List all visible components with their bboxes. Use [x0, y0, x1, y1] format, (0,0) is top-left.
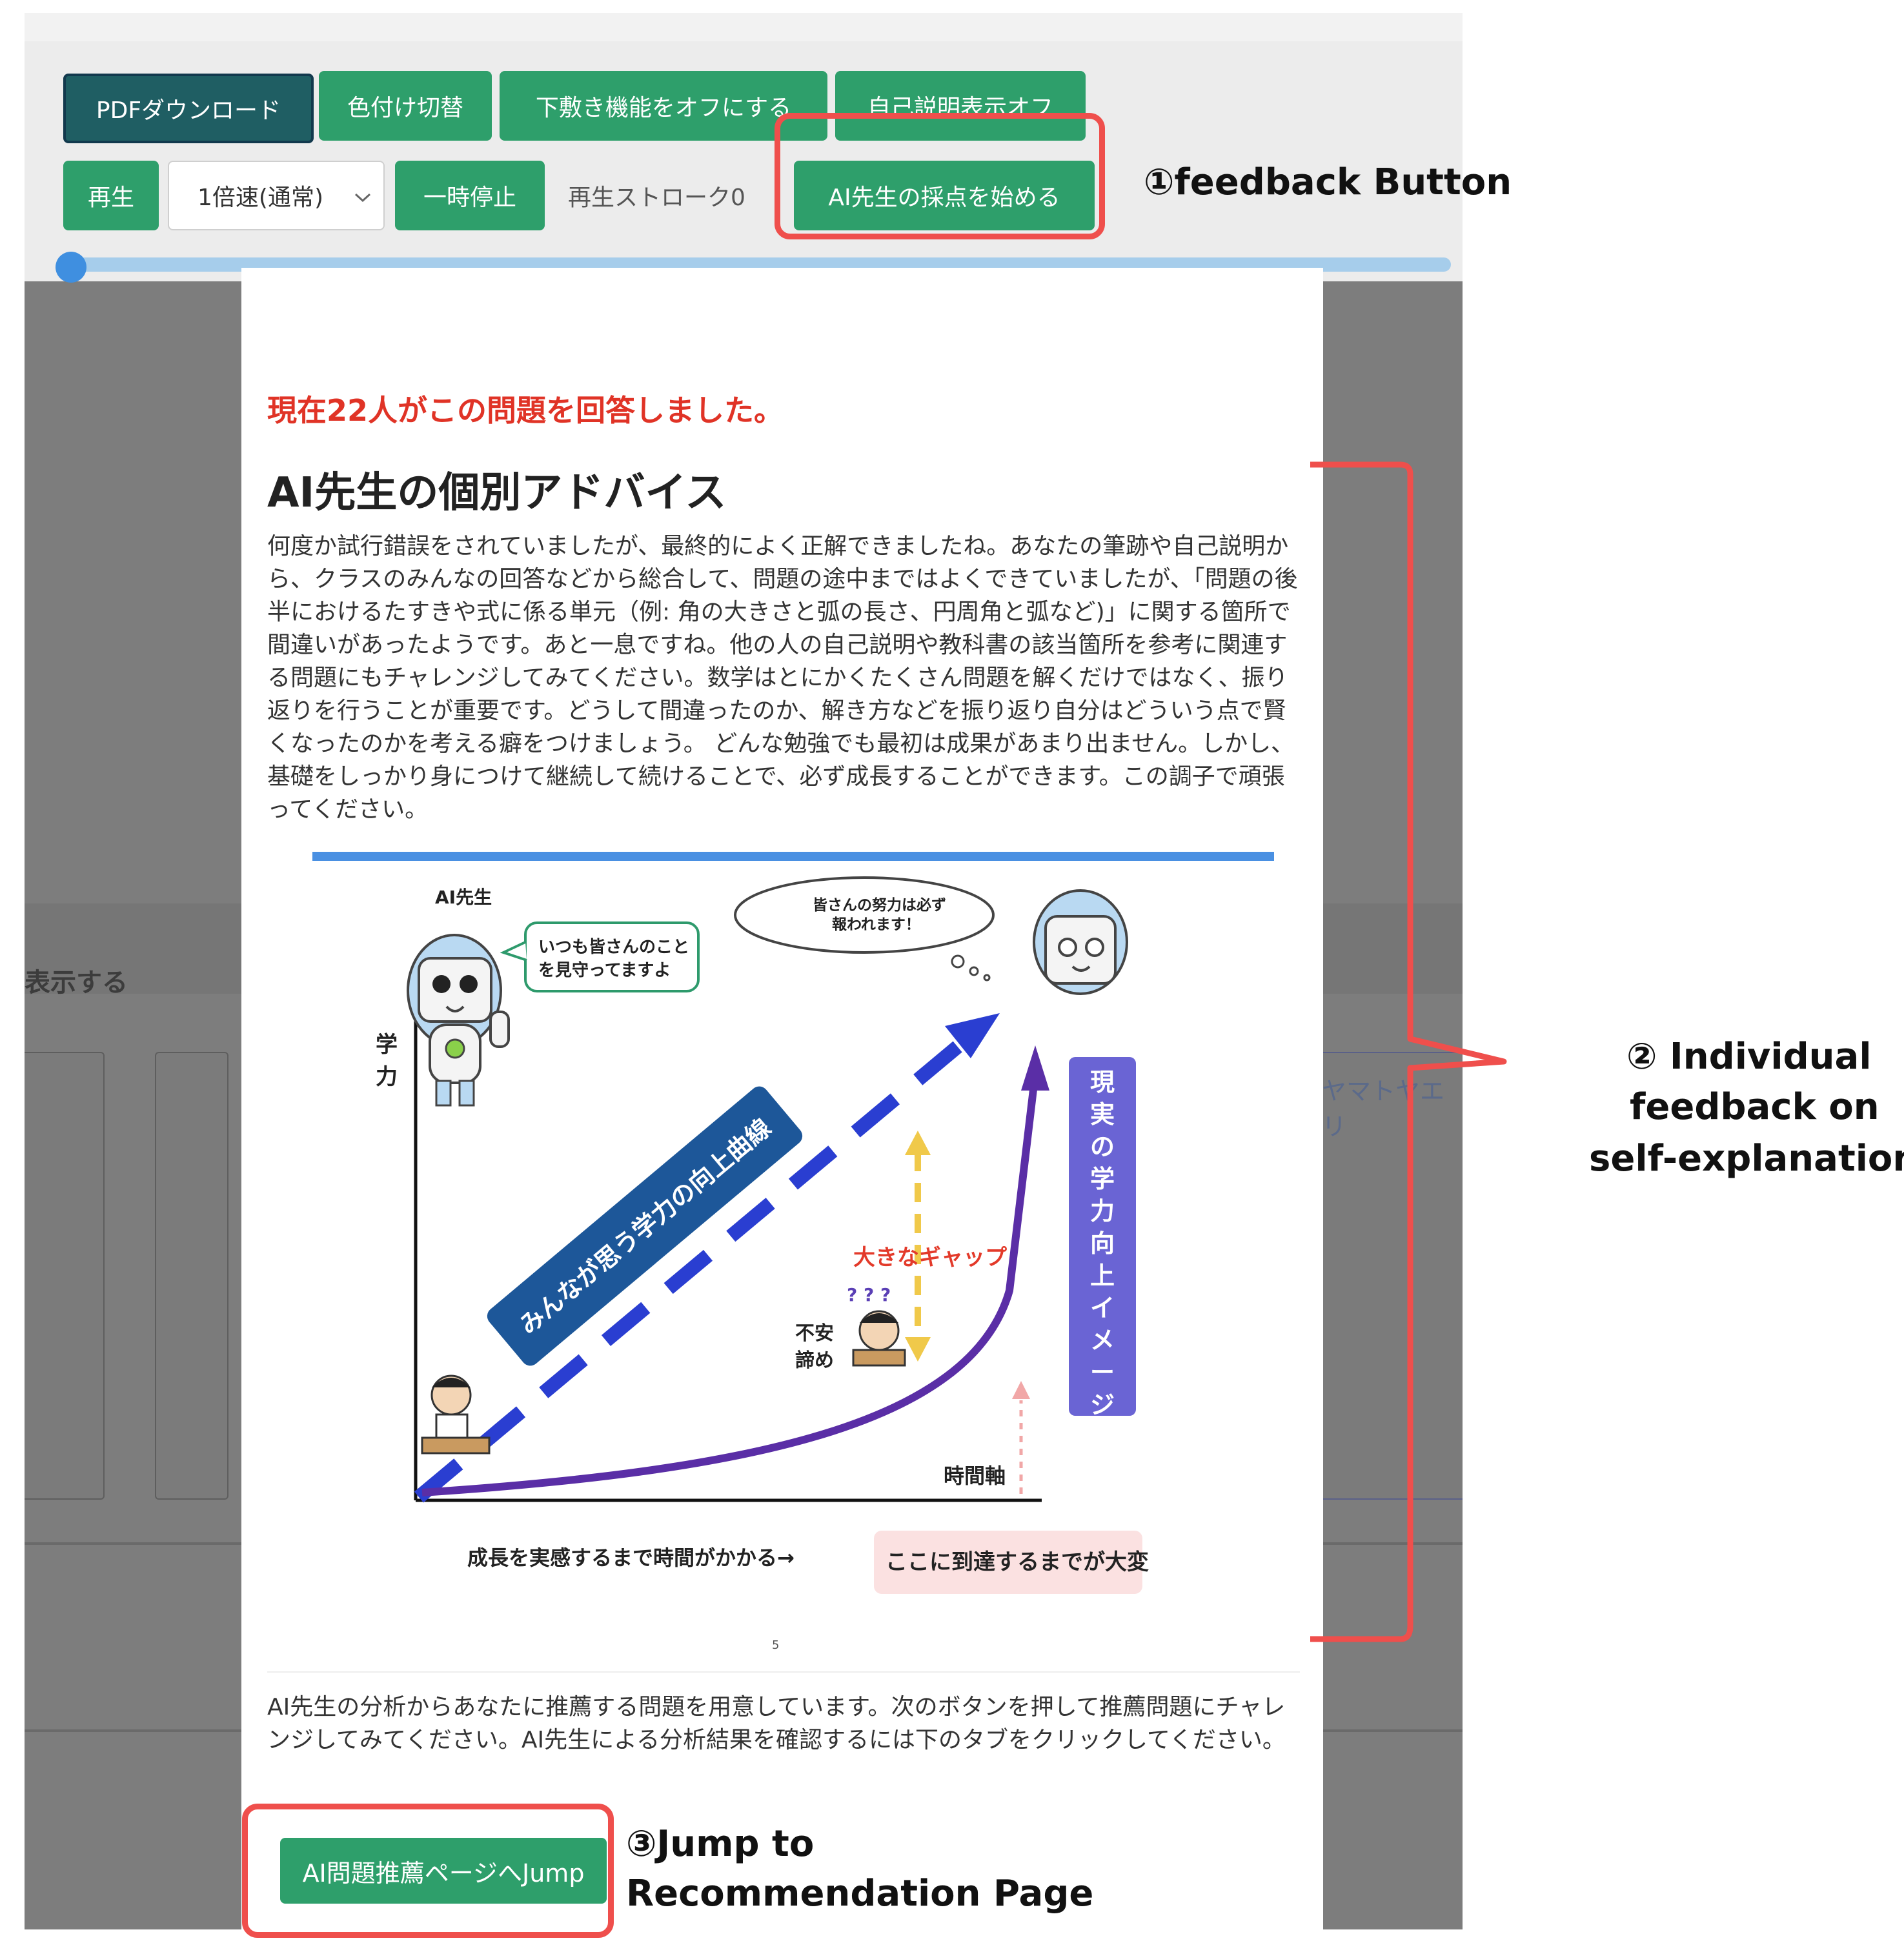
pause-button[interactable]: 一時停止 [395, 161, 545, 230]
real-image-label-char: 向 [1090, 1229, 1115, 1258]
gap-arrow-up-head [905, 1131, 931, 1155]
real-image-label-char: イ [1090, 1294, 1115, 1322]
expected-dashed-line [414, 1030, 976, 1503]
underlay-off-button[interactable]: 下敷き機能をオフにする [500, 71, 827, 141]
feedback-page: 現在22人がこの問題を回答しました。 AI先生の個別アドバイス 何度か試行錯誤を… [241, 268, 1323, 1929]
bubble-line-1: いつも皆さんのこと [538, 938, 689, 957]
browser-top-strip [25, 13, 1463, 41]
cloud-line-1: 皆さんの努力は必ず [813, 896, 946, 914]
advice-body: 何度か試行錯誤をされていましたが、最終的によく正解できましたね。あなたの筆跡や自… [267, 533, 1298, 823]
bubble-line-2: を見守ってますよ [538, 960, 671, 980]
app-window: PDFダウンロード 色付け切替 下敷き機能をオフにする 自己説明表示オフ 再生 … [25, 13, 1463, 1929]
feedback-button-highlight [775, 113, 1105, 239]
real-image-label-char: ー [1090, 1358, 1115, 1387]
annotation-feedback-button: ①feedback Button [1144, 161, 1512, 203]
chevron-down-icon [354, 183, 372, 209]
real-image-label-char: の [1090, 1133, 1115, 1161]
play-button[interactable]: 再生 [63, 161, 159, 230]
page-divider [267, 1671, 1300, 1673]
hard-part-box [874, 1531, 1142, 1594]
advice-title: AI先生の個別アドバイス [267, 469, 727, 517]
real-curve-line [421, 1083, 1038, 1496]
learning-curve-illustration: 学 力 時間軸 AI先生 いつも皆さんのこと を見守ってますよ [312, 852, 1274, 1594]
ai-teacher-label: AI先生 [435, 887, 492, 908]
answer-count-notice: 現在22人がこの問題を回答しました。 [267, 393, 784, 428]
real-image-label-char: 上 [1090, 1262, 1115, 1290]
background-card [1302, 1052, 1463, 1500]
student-at-desk [421, 1374, 491, 1455]
real-image-label-char: メ [1090, 1326, 1115, 1354]
cloud-line-2: 報われます！ [832, 916, 920, 933]
speed-select[interactable]: 1倍速(通常) [168, 161, 385, 230]
annotation-jump-line2: Recommendation Page [626, 1873, 1094, 1915]
jump-recommendation-button[interactable]: AI問題推薦ページへJump [280, 1838, 607, 1904]
pdf-download-button[interactable]: PDFダウンロード [63, 74, 314, 143]
pink-arrowhead [1012, 1381, 1030, 1399]
annotation-individual-line3: self-explanations [1589, 1138, 1904, 1180]
jump-button-highlight [242, 1804, 614, 1938]
seek-handle[interactable] [56, 252, 86, 283]
background-card [155, 1052, 228, 1500]
ai-teacher-robot: AI先生 [407, 887, 510, 1107]
annotation-individual-line1: ② Individual [1626, 1036, 1872, 1078]
background-card [25, 1052, 105, 1500]
ai-grade-start-button[interactable]: AI先生の採点を始める [794, 161, 1095, 230]
real-image-label-char: 現 [1090, 1068, 1115, 1096]
question-marks: ? ? ? [847, 1284, 891, 1305]
worried-student [852, 1310, 906, 1367]
real-image-label-char: 実 [1090, 1100, 1115, 1129]
individual-feedback-bracket [1310, 461, 1507, 1642]
annotation-individual-line2: feedback on [1630, 1086, 1879, 1128]
gap-arrow-down-head [905, 1337, 931, 1362]
real-image-label-char: 学 [1090, 1165, 1115, 1193]
y-axis-label-2: 力 [376, 1064, 398, 1090]
speech-bubble: いつも皆さんのこと を見守ってますよ [500, 921, 700, 992]
growth-note: 成長を実感するまで時間がかかる→ [467, 1545, 795, 1570]
hard-part-label: ここに到達するまでが大変 [886, 1549, 1149, 1575]
figure-top-rule [312, 852, 1274, 861]
anxiety-label: 不安 [795, 1322, 834, 1345]
give-up-label: 諦め [795, 1349, 834, 1372]
x-axis-label: 時間軸 [944, 1464, 1006, 1488]
speed-select-value: 1倍速(通常) [197, 185, 323, 211]
big-gap-label: 大きなギャップ [853, 1245, 1007, 1271]
stroke-counter: 再生ストローク0 [568, 185, 745, 211]
real-image-label-char: 力 [1090, 1197, 1115, 1225]
side-card-title: ヤマトヤエリ [1322, 1077, 1445, 1141]
thought-cloud: 皆さんの努力は必ず 報われます！ [734, 876, 995, 982]
expected-curve-ribbon: みんなが思う学力の向上曲線 [487, 1086, 803, 1366]
ai-teacher-robot-right [1033, 889, 1128, 995]
toolbar: PDFダウンロード 色付け切替 下敷き機能をオフにする 自己説明表示オフ 再生 … [25, 41, 1463, 283]
real-curve-arrowhead [1021, 1045, 1049, 1091]
annotation-jump-line1: ③Jump to [626, 1823, 815, 1865]
real-image-label-char: ジ [1090, 1391, 1115, 1419]
color-toggle-button[interactable]: 色付け切替 [319, 71, 492, 141]
y-axis-label-1: 学 [376, 1032, 398, 1058]
page-number: 5 [772, 1638, 780, 1652]
expected-arrowhead [945, 1013, 1000, 1058]
side-show-label: 表示する [25, 968, 128, 998]
recommendation-text: AI先生の分析からあなたに推薦する問題を用意しています。次のボタンを押して推薦問… [267, 1694, 1286, 1753]
